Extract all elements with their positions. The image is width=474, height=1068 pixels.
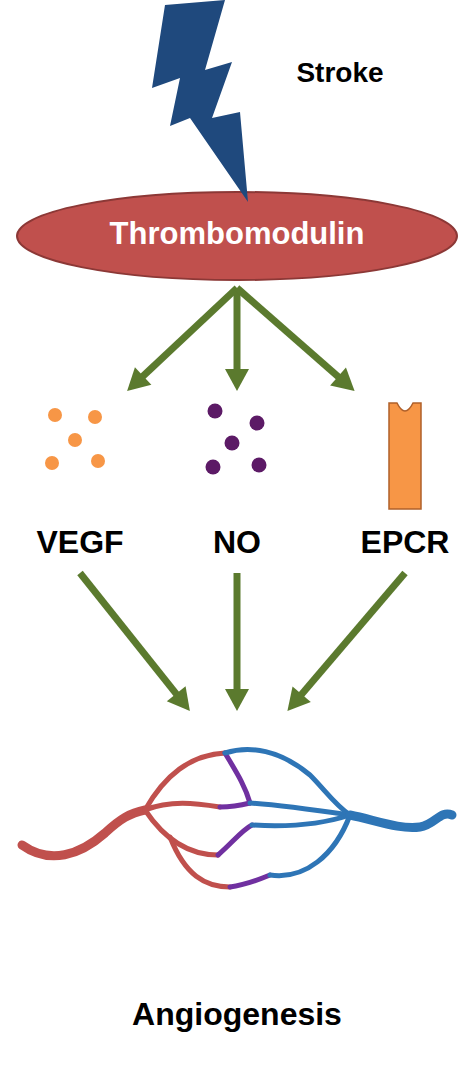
node-label: EPCR: [345, 525, 465, 560]
blood-vessel: [252, 815, 350, 826]
stroke-node: Stroke: [140, 0, 460, 190]
flow-arrow: [287, 573, 405, 711]
vegf-dot: [68, 433, 82, 447]
blood-vessel: [225, 749, 350, 815]
arrow-shaft: [234, 288, 241, 371]
flow-arrow: [237, 288, 355, 391]
blood-vessel: [270, 815, 350, 876]
no-dots: [177, 395, 297, 495]
epcr-receptor: [389, 403, 421, 509]
flow-arrow: [225, 573, 249, 711]
vegf-dot: [45, 456, 59, 470]
arrow-head: [225, 369, 249, 391]
epcr-receptor: [345, 395, 465, 515]
no-dot: [206, 460, 221, 475]
no-node: NO: [177, 395, 297, 567]
node-label: Stroke: [280, 58, 400, 89]
vegf-node: VEGF: [20, 395, 140, 567]
blood-vessel: [22, 810, 145, 856]
blood-vessel: [145, 753, 225, 810]
arrow-shaft: [234, 573, 241, 691]
thrombomodulin-ellipse: Thrombomodulin: [15, 190, 459, 282]
arrow-head: [167, 686, 190, 711]
no-dot: [208, 404, 223, 419]
arrow-head: [330, 367, 354, 391]
arrow-shaft: [80, 573, 177, 695]
arrow-head: [127, 367, 151, 391]
arrow-shaft: [237, 288, 340, 378]
vegf-dot: [88, 410, 102, 424]
flow-arrow: [127, 288, 237, 391]
arrow-shaft: [142, 288, 237, 377]
no-dot: [252, 458, 267, 473]
arrow-shaft: [300, 573, 405, 696]
lightning-bolt: [140, 0, 460, 210]
flow-arrow: [225, 288, 249, 391]
node-label: Angiogenesis: [20, 997, 454, 1032]
blood-vessel: [170, 837, 230, 887]
node-label: Thrombomodulin: [15, 217, 459, 251]
blood-vessel: [350, 814, 452, 828]
blood-vessel: [220, 803, 250, 807]
blood-vessel: [145, 803, 220, 810]
blood-vessel: [218, 825, 252, 855]
arrow-head: [225, 689, 249, 711]
blood-vessel: [230, 875, 270, 887]
blood-vessel: [250, 803, 350, 815]
epcr-node: EPCR: [345, 395, 465, 567]
vegf-dots: [20, 395, 140, 495]
lightning-bolt: [152, 0, 248, 202]
no-dot: [250, 416, 265, 431]
node-label: VEGF: [20, 525, 140, 560]
arrow-head: [287, 686, 310, 711]
no-dot: [225, 436, 240, 451]
angiogenesis-node: Angiogenesis: [20, 715, 454, 1045]
vegf-dot: [48, 408, 62, 422]
blood-vessel: [225, 753, 250, 803]
vegf-dot: [91, 454, 105, 468]
flow-arrow: [80, 573, 190, 711]
node-label: NO: [177, 525, 297, 560]
blood-vessel: [145, 810, 218, 855]
vessel-network: [20, 715, 454, 935]
